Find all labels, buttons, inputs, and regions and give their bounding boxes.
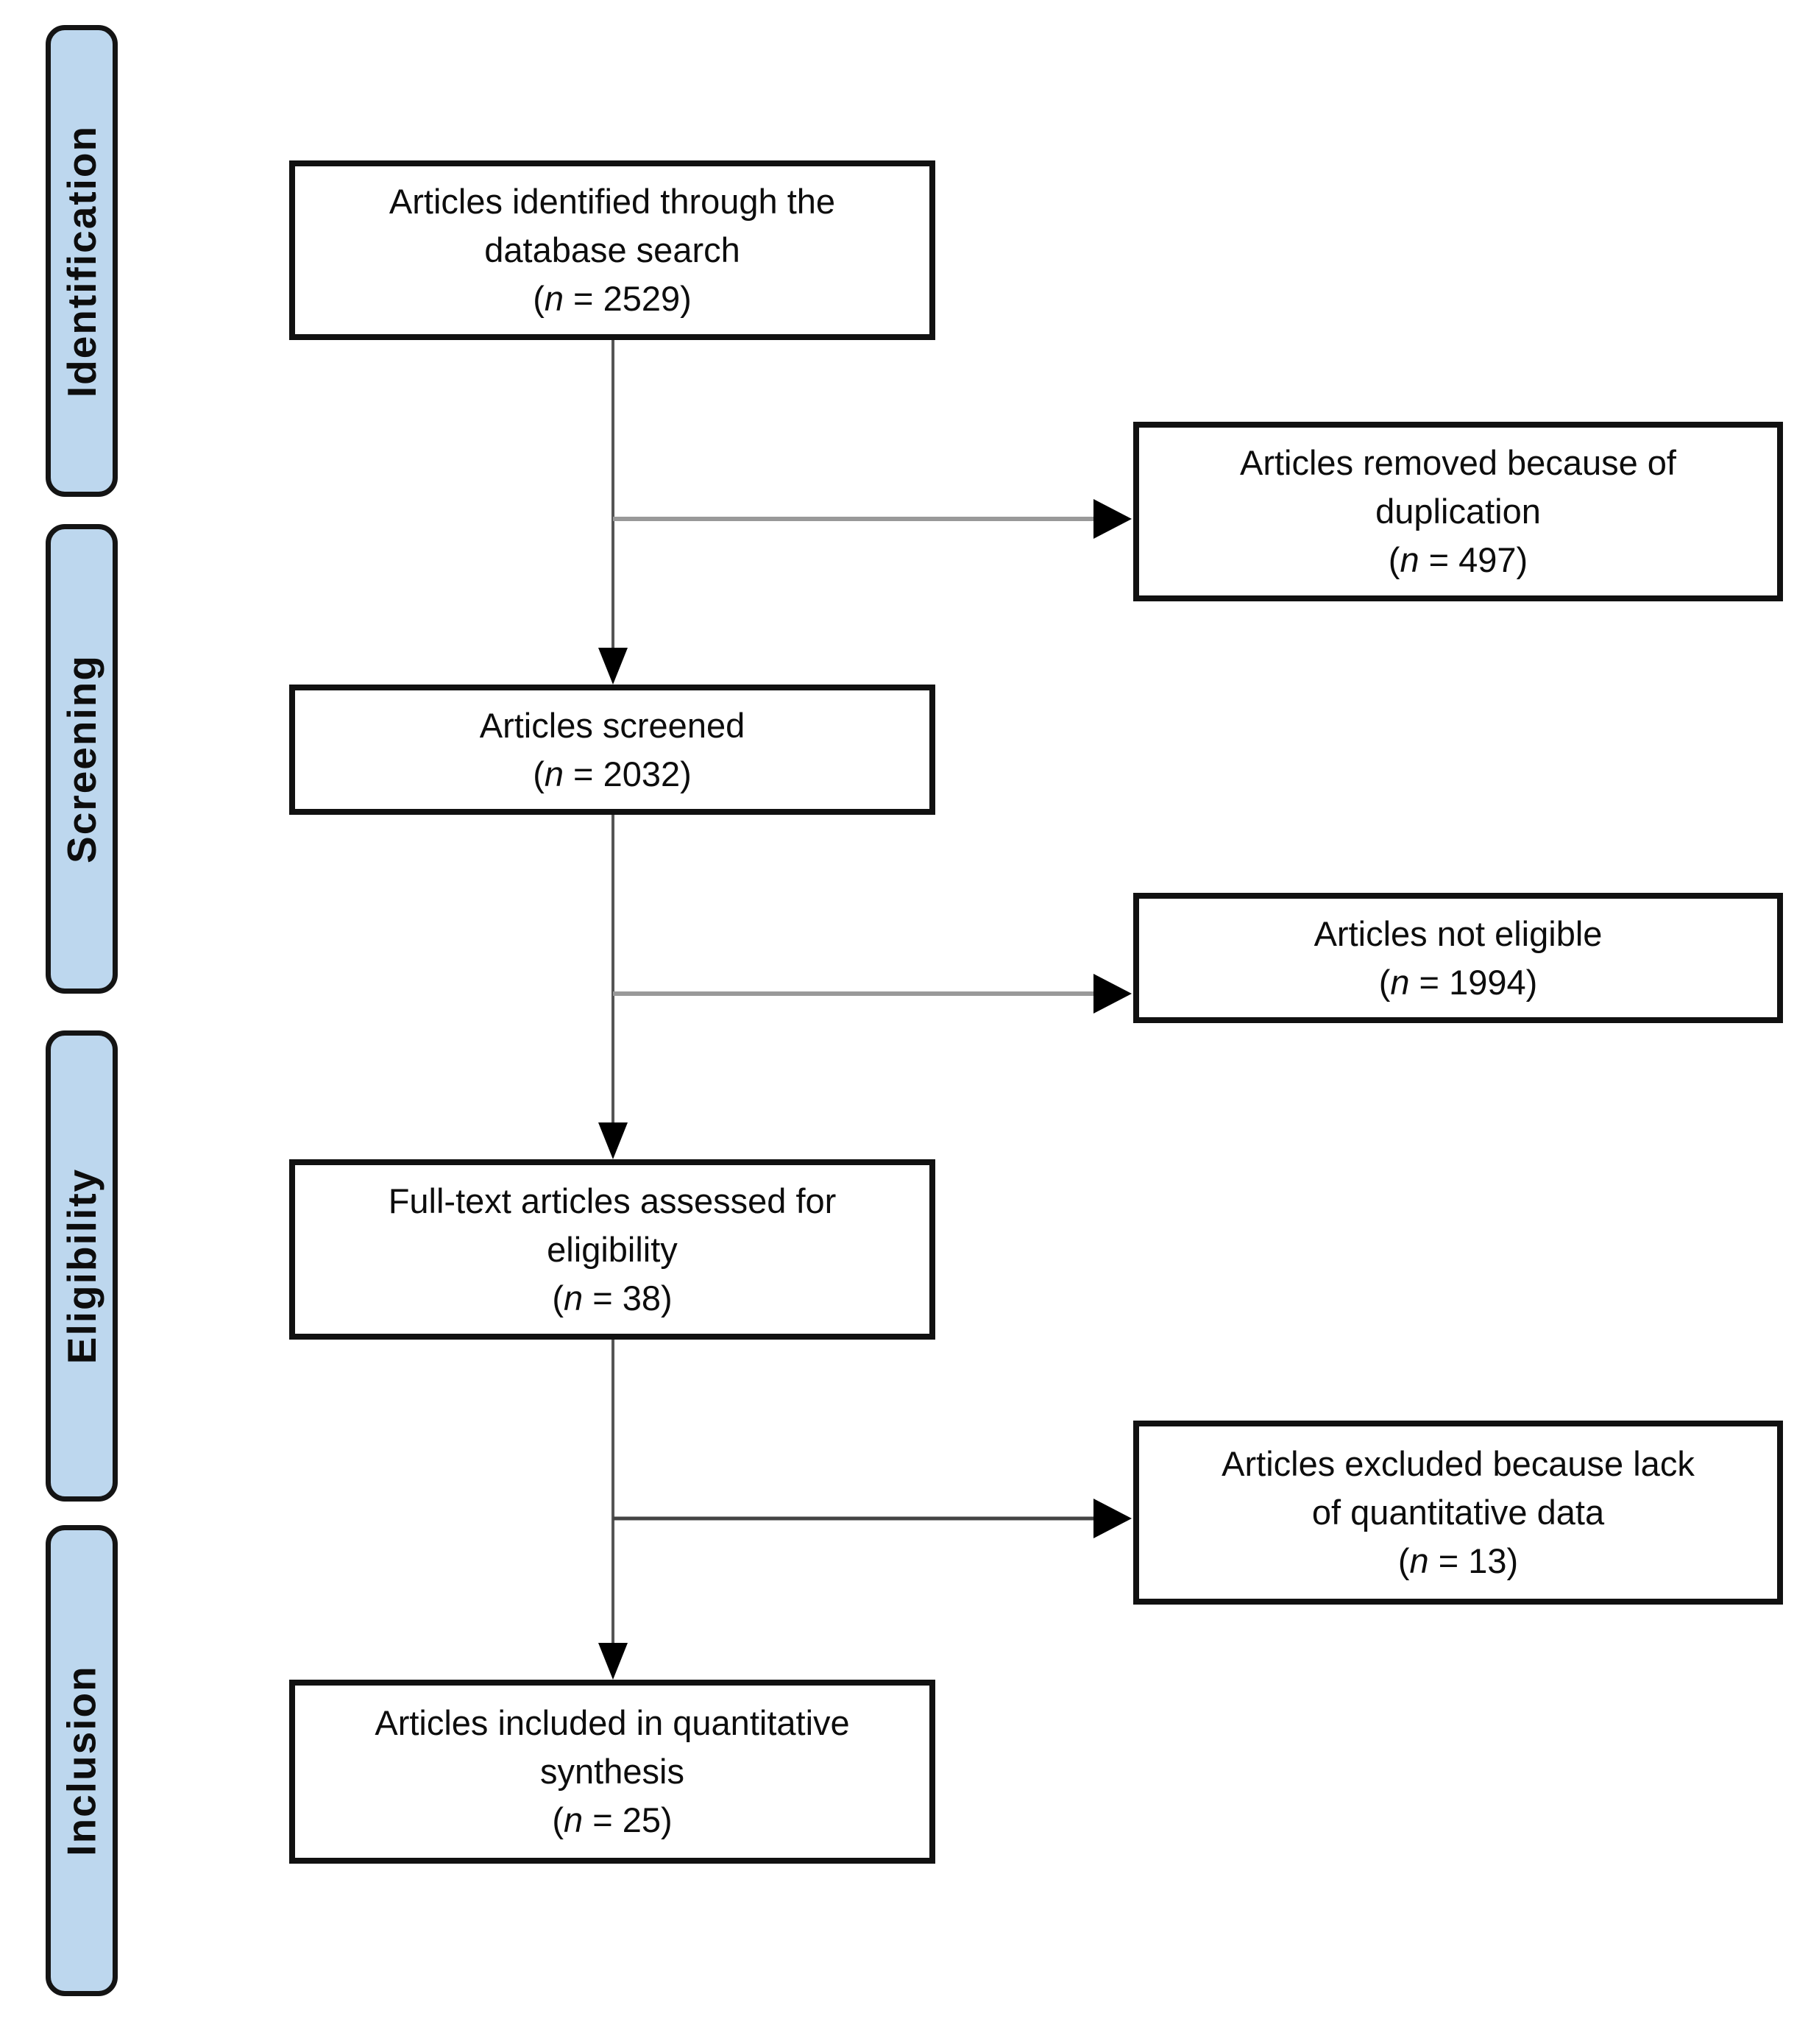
box-line: Articles included in quantitative [375,1703,850,1742]
box-line: synthesis [540,1752,684,1791]
box-line: Articles screened [479,705,745,745]
arrowhead-down-screened [598,648,628,685]
box-line: Articles removed because of [1239,443,1676,482]
stage-screening-label: Screening [59,654,104,863]
box-count-line: (n = 2032) [533,754,692,793]
box-line: Articles excluded because lack [1222,1444,1695,1483]
box-removed-duplicates: Articles removed because of duplication (n… [1133,422,1783,601]
box-count-line: (n = 13) [1397,1541,1519,1580]
box-line: Full-text articles assessed for [388,1181,837,1220]
box-line: database search [484,230,740,269]
box-not-eligible: Articles not eligible (n = 1994) [1133,893,1783,1023]
box-line: of quantitative data [1311,1493,1605,1532]
box-excluded-no-data: Articles excluded because lack of quantit… [1133,1421,1783,1605]
stage-identification-label: Identification [59,124,105,397]
box-count-line: (n = 1994) [1378,962,1538,1002]
box-line: eligibility [547,1229,678,1269]
box-included-synthesis: Articles included in quantitative synthes… [289,1680,935,1864]
stage-eligibility-label: Eligibility [59,1167,104,1365]
box-line: Articles identified through the [389,182,836,221]
box-count-line: (n = 2529) [533,279,692,318]
box-articles-identified: Articles identified through the database … [289,160,935,340]
stage-inclusion-label: Inclusion [59,1665,104,1856]
arrowhead-right-excluded-no-data [1093,1499,1132,1538]
box-line: Articles not eligible [1314,913,1603,953]
box-count-line: (n = 38) [552,1278,673,1318]
box-count-line: (n = 497) [1388,540,1528,579]
stage-eligibility: Eligibility [46,1030,118,1502]
box-fulltext-assessed: Full-text articles assessed for eligibili… [289,1159,935,1340]
arrowhead-down-included [598,1643,628,1680]
box-line: duplication [1375,492,1541,531]
arrowhead-right-not-eligible [1093,974,1132,1014]
stage-identification: Identification [46,25,118,497]
stage-inclusion: Inclusion [46,1525,118,1996]
arrowhead-down-fulltext [598,1122,628,1159]
stage-screening: Screening [46,524,118,994]
arrowhead-right-removed-duplicates [1093,499,1132,539]
box-count-line: (n = 25) [552,1800,673,1839]
box-articles-screened: Articles screened (n = 2032) [289,685,935,815]
